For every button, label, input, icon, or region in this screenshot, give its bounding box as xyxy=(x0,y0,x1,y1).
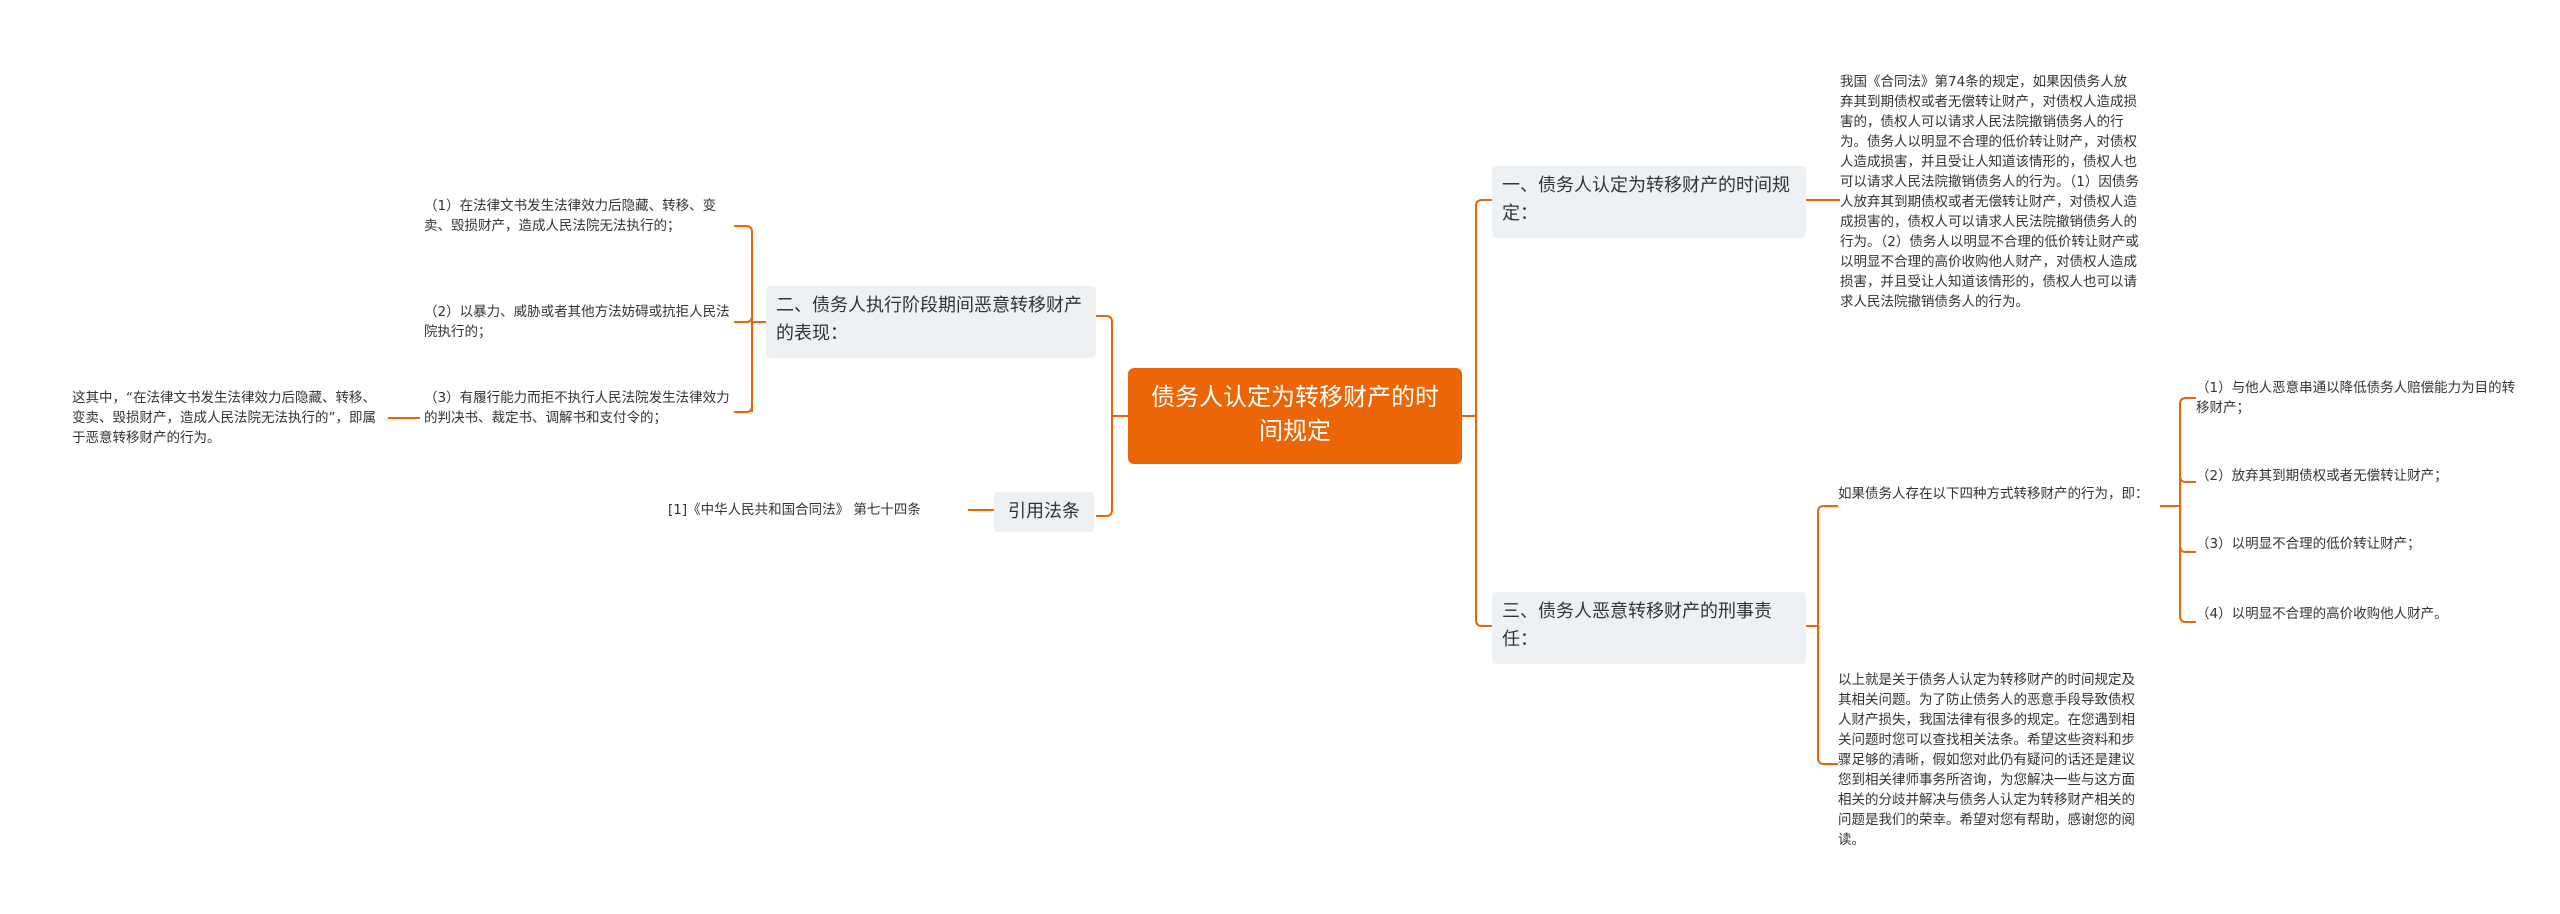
leaf-four-methods-intro: 如果债务人存在以下四种方式转移财产的行为，即： xyxy=(1838,486,2149,502)
list-item: （2）以暴力、威胁或者其他方法妨碍或抗拒人民法院执行的； xyxy=(424,304,730,340)
root-topic[interactable]: 债务人认定为转移财产的时间规定 xyxy=(1128,368,1462,464)
list-item: （3）以明显不合理的低价转让财产； xyxy=(2196,536,2421,552)
branch-time-rule[interactable]: 一、债务人认定为转移财产的时间规定： xyxy=(1492,166,1806,238)
connector-b3-children xyxy=(1806,505,1838,765)
list-item: （1）与他人恶意串通以降低债务人赔偿能力为目的转移财产； xyxy=(2196,380,2516,416)
branch-cited-law[interactable]: 引用法条 xyxy=(994,492,1094,532)
list-item: （4）以明显不合理的高价收购他人财产。 xyxy=(2196,606,2448,622)
leaf-conclusion: 以上就是关于债务人认定为转移财产的时间规定及其相关问题。为了防止债务人的恶意手段… xyxy=(1838,672,2135,848)
list-item: （1）在法律文书发生法律效力后隐藏、转移、变卖、毁损财产，造成人民法院无法执行的… xyxy=(424,198,717,234)
leaf-contract-law-74: 我国《合同法》第74条的规定，如果因债务人放弃其到期债权或者无偿转让财产，对债权… xyxy=(1840,74,2139,310)
leaf-cited-law: [1]《中华人民共和国合同法》 第七十四条 xyxy=(668,502,921,518)
list-item: （2）放弃其到期债权或者无偿转让财产； xyxy=(2196,468,2448,484)
connector-root-left xyxy=(1096,315,1128,517)
connector-root-right xyxy=(1462,199,1492,627)
connector-b2-items xyxy=(734,225,766,413)
list-item: （3）有履行能力而拒不执行人民法院发生法律效力的判决书、裁定书、调解书和支付令的… xyxy=(424,390,730,426)
branch-execution-stage[interactable]: 二、债务人执行阶段期间恶意转移财产的表现： xyxy=(766,286,1096,358)
connector-intro-items xyxy=(2160,397,2196,623)
branch-criminal-liability[interactable]: 三、债务人恶意转移财产的刑事责任： xyxy=(1492,592,1806,664)
leaf-note: 这其中，“在法律文书发生法律效力后隐藏、转移、变卖、毁损财产，造成人民法院无法执… xyxy=(72,390,376,446)
